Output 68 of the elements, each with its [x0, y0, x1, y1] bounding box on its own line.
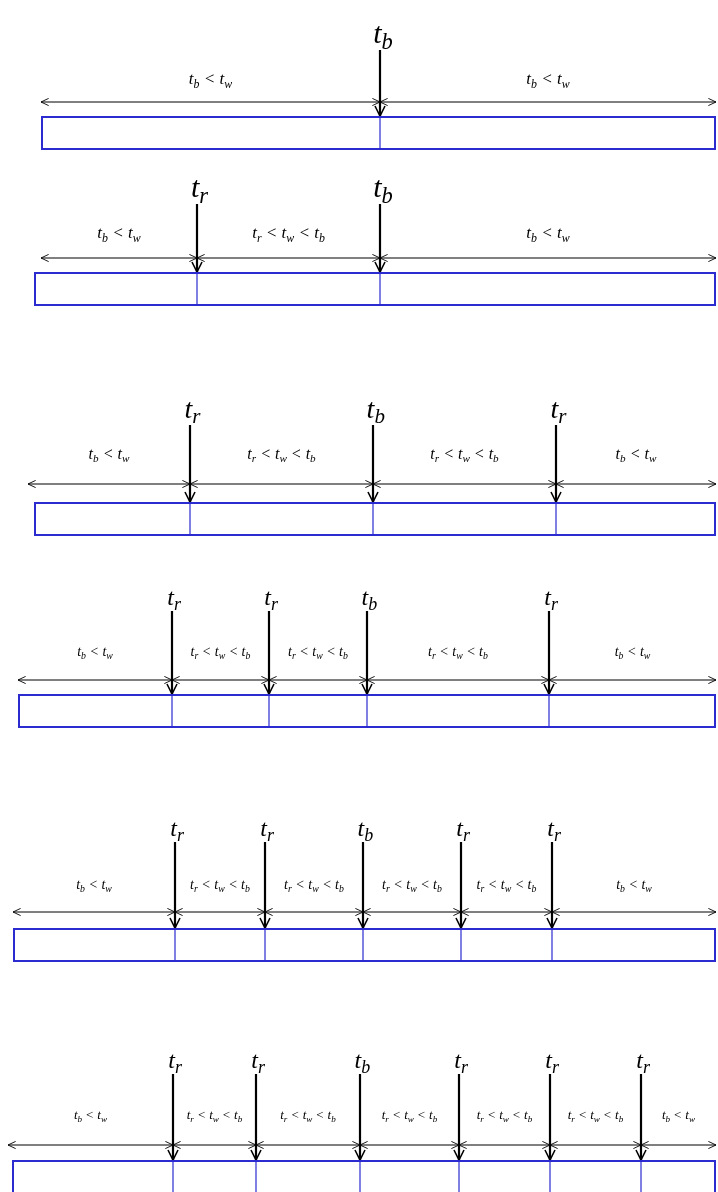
- arrow: [250, 1074, 262, 1161]
- segmented-bar: [34, 272, 716, 306]
- time-label: t$_{r}$: [184, 395, 201, 423]
- arrow: [166, 611, 178, 695]
- time-label: t$_{b}$: [373, 18, 393, 48]
- arrow: [367, 425, 379, 503]
- time-label: t$_{r}$: [167, 585, 181, 609]
- arrow: [374, 50, 386, 117]
- arrow: [374, 204, 386, 273]
- interval-label: t$_{r}$ < t$_{w}$ < t$_{b}$: [287, 645, 349, 659]
- interval-label: t$_{b}$ < t$_{w}$: [72, 1108, 109, 1121]
- interval-label: t$_{r}$ < t$_{w}$ < t$_{b}$: [189, 878, 251, 892]
- arrow: [357, 842, 369, 929]
- interval-label: t$_{r}$ < t$_{w}$ < t$_{b}$: [566, 1108, 625, 1121]
- arrow: [259, 842, 271, 929]
- interval-label: t$_{r}$ < t$_{w}$ < t$_{b}$: [246, 446, 317, 462]
- interval-label: t$_{r}$ < t$_{w}$ < t$_{b}$: [283, 878, 345, 892]
- arrow: [354, 1074, 366, 1161]
- arrow: [544, 1074, 556, 1161]
- time-label: t$_{r}$: [547, 816, 561, 840]
- time-label: t$_{r}$: [260, 816, 274, 840]
- time-label: t$_{r}$: [550, 395, 567, 423]
- interval-label: t$_{r}$ < t$_{w}$ < t$_{b}$: [475, 878, 538, 892]
- arrow: [543, 611, 555, 695]
- arrow: [453, 1074, 465, 1161]
- arrow: [635, 1074, 647, 1161]
- time-label: t$_{r}$: [454, 1048, 468, 1072]
- interval-label: t$_{r}$ < t$_{w}$ < t$_{b}$: [475, 1108, 534, 1121]
- time-label: t$_{r}$: [264, 585, 278, 609]
- interval-label: t$_{b}$ < t$_{w}$: [613, 645, 652, 659]
- arrow: [455, 842, 467, 929]
- arrow: [169, 842, 181, 929]
- interval-label: t$_{b}$ < t$_{w}$: [660, 1108, 697, 1121]
- time-label: t$_{r}$: [251, 1048, 265, 1072]
- segmented-bar: [41, 116, 716, 150]
- time-label: t$_{r}$: [191, 172, 209, 202]
- interval-label: t$_{r}$ < t$_{w}$ < t$_{b}$: [381, 878, 443, 892]
- time-label: t$_{b}$: [361, 585, 378, 609]
- arrow: [550, 425, 562, 503]
- time-label: t$_{b}$: [354, 1048, 371, 1072]
- time-label: t$_{b}$: [357, 816, 374, 840]
- time-label: t$_{b}$: [373, 172, 393, 202]
- arrow: [184, 425, 196, 503]
- time-label: t$_{r}$: [456, 816, 470, 840]
- time-label: t$_{r}$: [168, 1048, 182, 1072]
- interval-label: t$_{r}$ < t$_{w}$ < t$_{b}$: [189, 645, 252, 659]
- arrow: [263, 611, 275, 695]
- time-label: t$_{r}$: [170, 816, 184, 840]
- arrow: [546, 842, 558, 929]
- segmented-bar: [13, 928, 716, 962]
- interval-label: t$_{r}$ < t$_{w}$ < t$_{b}$: [429, 446, 500, 462]
- segmented-bar: [12, 1160, 716, 1192]
- arrow: [167, 1074, 179, 1161]
- arrow: [191, 204, 203, 273]
- time-label: t$_{b}$: [366, 395, 385, 423]
- time-label: t$_{r}$: [636, 1048, 650, 1072]
- interval-label: t$_{r}$ < t$_{w}$ < t$_{b}$: [380, 1108, 439, 1121]
- time-label: t$_{r}$: [544, 585, 558, 609]
- interval-label: t$_{b}$ < t$_{w}$: [87, 446, 131, 462]
- time-label: t$_{r}$: [545, 1048, 559, 1072]
- segmented-bar: [18, 694, 716, 728]
- segmented-bar: [34, 502, 716, 536]
- interval-label: t$_{b}$ < t$_{w}$: [615, 878, 653, 892]
- interval-label: t$_{r}$ < t$_{w}$ < t$_{b}$: [279, 1108, 337, 1121]
- interval-label: t$_{r}$ < t$_{w}$ < t$_{b}$: [185, 1108, 244, 1121]
- interval-label: t$_{r}$ < t$_{w}$ < t$_{b}$: [427, 645, 489, 659]
- arrow: [361, 611, 373, 695]
- interval-label: t$_{b}$ < t$_{w}$: [614, 446, 658, 462]
